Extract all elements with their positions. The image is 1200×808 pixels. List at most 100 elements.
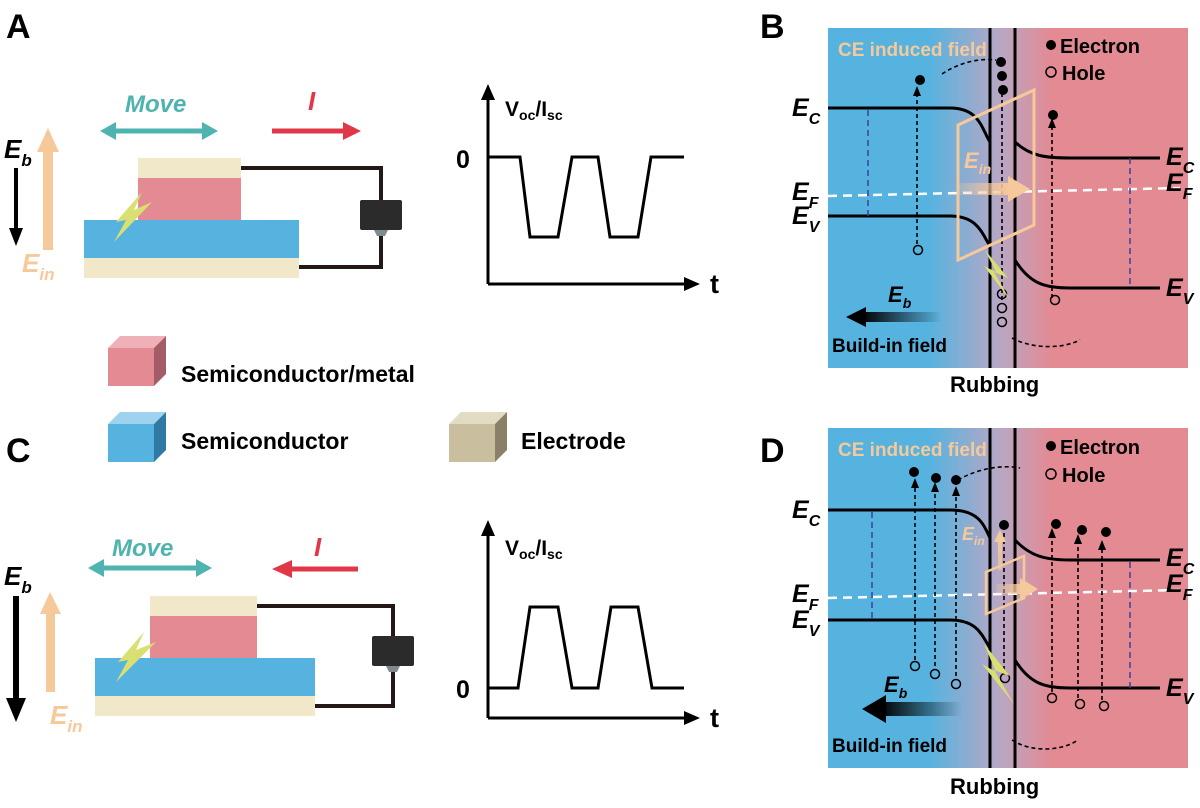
electron-dot-icon: [1051, 519, 1061, 529]
current-label-c: I: [314, 532, 322, 562]
ev-label-right-b: EV: [1166, 274, 1195, 308]
meter-icon: [360, 200, 402, 236]
hole-legend-d: Hole: [1062, 465, 1105, 487]
eb-arrowhead-a: [9, 228, 23, 246]
hole-circle-icon: [929, 668, 941, 680]
spark-icon: [114, 192, 152, 242]
legend-item-semiconductor: Semiconductor: [108, 412, 348, 462]
spark-icon: [116, 632, 156, 682]
top-electrode-c: [150, 596, 257, 616]
panel-label-c: C: [6, 432, 31, 470]
panel-label-a: A: [6, 8, 31, 46]
move-label-c: Move: [112, 535, 173, 562]
spark-icon: [982, 644, 1014, 704]
current-label-a: I: [308, 86, 316, 116]
ev-label-left-d: EV: [792, 606, 821, 640]
ein-plane-b: [956, 87, 1036, 263]
ev-band-left-b: [828, 214, 992, 247]
hole-circle-icon: [1046, 692, 1058, 704]
ef-line-d: [827, 588, 1181, 600]
eb-label-c: Eb: [4, 561, 32, 597]
ec-band-right-d: [1013, 538, 1160, 562]
ce-field-label-b: CE induced field: [838, 40, 987, 61]
ec-label-right-d: EC: [1166, 544, 1195, 578]
wire-top-c: [257, 604, 395, 636]
ein-label-b: Ein: [964, 148, 991, 177]
electron-dot-icon: [1077, 525, 1087, 535]
panel-d-band-diagram: Ein Eb CE induced field Electron Hole Bu…: [792, 428, 1195, 799]
hole-circle-icon: [1098, 700, 1110, 712]
hole-circle-icon: [1049, 294, 1061, 306]
ec-label-right-b: EC: [1166, 143, 1195, 177]
ein-label-d: Ein: [962, 524, 985, 548]
electron-dot-icon: [915, 75, 925, 85]
ef-label-right-b: EF: [1166, 169, 1194, 203]
build-in-label-d: Build-in field: [832, 736, 947, 757]
panel-label-b: B: [760, 8, 785, 46]
legend: Semiconductor/metal Semiconductor Electr…: [108, 336, 626, 462]
legend-label-electrode: Electrode: [521, 428, 626, 454]
hole-circle-icon: [1045, 468, 1057, 480]
cube-icon: [449, 412, 507, 462]
signal-trace-c: [488, 605, 684, 690]
electron-dot-icon: [998, 85, 1008, 95]
wire-top-a: [241, 166, 383, 200]
ec-band-right-b: [1013, 140, 1160, 160]
spark-icon: [984, 250, 1010, 300]
build-in-label-b: Build-in field: [832, 336, 947, 357]
ein-arrow-d: [996, 584, 1022, 594]
ein-arrow-c: [46, 612, 55, 692]
legend-item-electrode: Electrode: [449, 412, 626, 462]
cube-icon: [108, 412, 166, 462]
ein-vertical-arrow-d: [998, 540, 1002, 570]
ec-label-left-b: EC: [792, 94, 821, 128]
ec-band-left-d: [828, 508, 992, 539]
meter-icon: [372, 636, 414, 672]
panel-a-signal-plot: Voc/Isc 0 t: [456, 84, 719, 299]
ef-label-left-d: EF: [792, 580, 820, 614]
panel-b-band-diagram: Ein Eb CE induced field Electron Hole Bu…: [792, 28, 1195, 397]
legend-label-semiconductor: Semiconductor: [181, 428, 348, 454]
move-label-a: Move: [125, 91, 186, 118]
electron-dot-icon: [997, 71, 1007, 81]
panel-label-d: D: [760, 432, 785, 470]
electron-dot-icon: [909, 467, 919, 477]
eb-label-a: Eb: [4, 134, 32, 170]
ein-arrow-a: [43, 150, 53, 250]
zero-label-a: 0: [456, 146, 470, 174]
ev-band-right-b: [1013, 259, 1160, 290]
eb-arrow-b: [862, 312, 942, 322]
hole-circle-icon: [950, 678, 962, 690]
x-axis-label-a: t: [710, 269, 719, 299]
wire-bottom-a: [299, 236, 383, 269]
ef-label-left-b: EF: [792, 178, 820, 212]
wire-bottom-c: [315, 672, 395, 708]
hole-circle-icon: [912, 244, 924, 256]
hole-circle-icon: [1045, 66, 1057, 78]
legend-label-semiconductor-metal: Semiconductor/metal: [181, 361, 415, 387]
electron-dot-icon: [1048, 110, 1058, 120]
pink-layer-c: [150, 616, 257, 658]
panel-a-schematic: Eb Ein Move I: [4, 86, 402, 284]
electron-dot-icon: [1101, 527, 1111, 537]
ev-band-right-d: [1013, 659, 1160, 690]
eb-arrow-d: [880, 702, 962, 716]
panel-c-schematic: Eb Ein Move I: [4, 532, 414, 736]
rubbing-label-d: Rubbing: [950, 774, 1039, 799]
ef-line-b: [827, 186, 1181, 198]
ev-label-right-d: EV: [1166, 674, 1195, 708]
pink-layer-a: [138, 178, 241, 220]
cube-icon: [108, 336, 166, 386]
ec-label-left-d: EC: [792, 496, 821, 530]
blue-layer-a: [84, 220, 299, 258]
hole-legend-b: Hole: [1062, 63, 1105, 85]
electron-dot-icon: [951, 475, 961, 485]
y-axis-label-a: Voc/Isc: [505, 98, 563, 123]
ce-field-label-d: CE induced field: [838, 440, 987, 461]
bottom-electrode-c: [95, 696, 315, 716]
bottom-electrode-a: [84, 258, 299, 278]
x-axis-label-c: t: [710, 703, 719, 733]
electron-dot-icon: [996, 57, 1006, 67]
zero-label-c: 0: [456, 676, 470, 704]
